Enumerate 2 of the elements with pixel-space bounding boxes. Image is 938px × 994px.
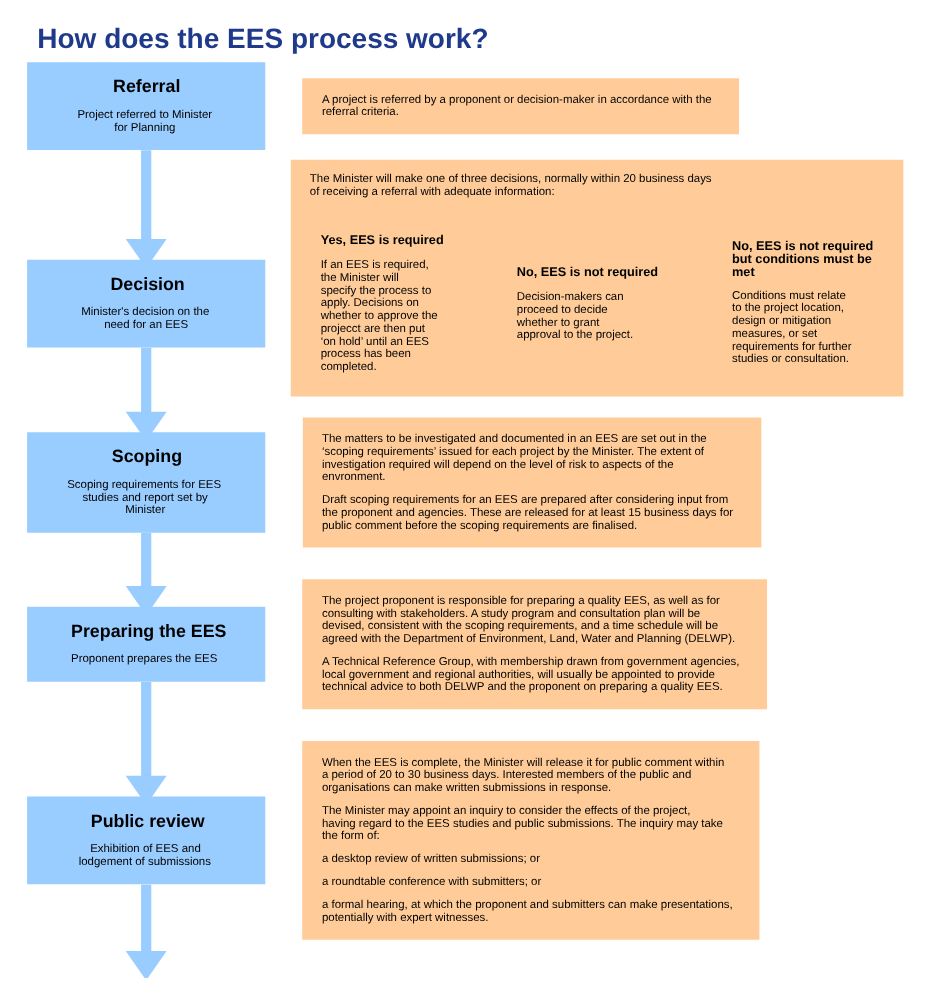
arrow: [124, 884, 166, 978]
diagram-title: How does the EES process work?: [36, 21, 488, 54]
